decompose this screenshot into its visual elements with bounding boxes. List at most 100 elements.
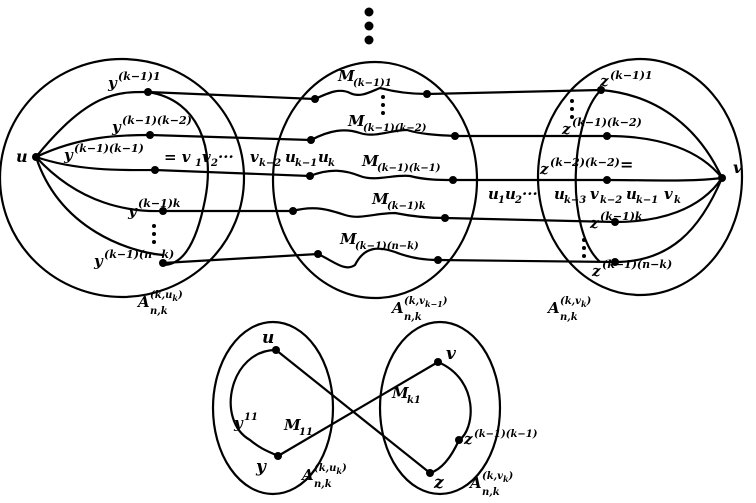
bottom-M11-label: M 11: [283, 416, 313, 438]
y-label-2-sup: (k−1)(k−2): [122, 114, 192, 127]
set-label-left: A (k,uk) n,k: [136, 290, 183, 317]
svg-text:v: v: [664, 185, 673, 203]
svg-text:M: M: [283, 416, 301, 434]
svg-text:2: 2: [210, 158, 218, 169]
set-label-right: A (k,vk) n,k: [546, 296, 592, 323]
svg-text:···: ···: [218, 148, 234, 166]
svg-text:M: M: [371, 190, 389, 208]
bottom-v-label: v: [446, 344, 457, 364]
svg-text:M: M: [339, 230, 357, 248]
vertical-dots: [152, 95, 586, 258]
svg-text:(k−1)(n−k): (k−1)(n−k): [602, 258, 672, 271]
svg-text:(k,vk): (k,vk): [560, 296, 592, 309]
svg-text:k: k: [328, 158, 335, 169]
svg-text:A: A: [468, 474, 482, 492]
y-label-1: y: [107, 74, 118, 92]
bottom-z-sup-label: z (k−1)(k−1): [463, 429, 538, 448]
svg-text:v: v: [202, 148, 211, 166]
bottom-y11-label: y 11: [233, 412, 258, 432]
equation-right: u 1 u 2 ··· u k−3 v k−2 u k−1 v k: [488, 185, 681, 206]
svg-text:(k−1)k: (k−1)k: [387, 201, 426, 212]
bottom-right-ellipse: [378, 320, 502, 496]
svg-text:(k−1)(n−k): (k−1)(n−k): [355, 241, 419, 252]
svg-text:A: A: [546, 299, 560, 317]
svg-text:···: ···: [522, 185, 538, 203]
svg-text:k−2: k−2: [259, 158, 281, 169]
svg-text:(k−1)(k−2): (k−1)(k−2): [572, 116, 642, 129]
left-inner-paths: [34, 90, 209, 267]
y-label-4-sup: (k−1)k: [138, 197, 181, 210]
svg-text:n,k: n,k: [560, 312, 578, 323]
svg-text:=: =: [620, 155, 633, 174]
svg-text:11: 11: [299, 427, 313, 438]
svg-text:(k−1)(k−1): (k−1)(k−1): [377, 163, 441, 174]
svg-text:n,k: n,k: [482, 487, 500, 498]
y-label-4: y: [127, 202, 138, 220]
svg-text:= v: = v: [164, 148, 191, 166]
vertex-u-label: u: [16, 147, 28, 166]
svg-text:A: A: [300, 466, 314, 484]
svg-text:(k,vk−1): (k,vk−1): [404, 296, 448, 309]
svg-text:A: A: [136, 293, 150, 311]
y-label-3: y: [63, 146, 74, 164]
svg-text:k: k: [674, 195, 681, 206]
y-label-5-sup: (k−1)(n−k): [104, 248, 174, 261]
right-inner-paths: [574, 88, 724, 264]
svg-text:u: u: [318, 148, 329, 166]
svg-text:(k−1)(k−2): (k−1)(k−2): [363, 123, 427, 134]
top-ellipsis-dots: [364, 7, 374, 45]
svg-text:2: 2: [514, 195, 522, 206]
svg-text:v: v: [590, 185, 599, 203]
middle-labels: M (k−1)1 M (k−1)(k−2) M (k−1)(k−1) M (k−…: [337, 67, 441, 252]
svg-text:1: 1: [498, 195, 505, 206]
right-set-ellipse: [536, 57, 744, 297]
left-set-ellipse: [0, 57, 246, 299]
y-label-2: y: [111, 118, 122, 136]
svg-text:z: z: [589, 214, 599, 232]
svg-text:z: z: [591, 262, 601, 280]
bottom-edges: [229, 348, 472, 475]
svg-text:u: u: [505, 185, 516, 203]
svg-text:u: u: [285, 148, 296, 166]
svg-text:n,k: n,k: [404, 312, 422, 323]
right-labels: z (k−1)1 z (k−1)(k−2) z (k−2)(k−2) = z (…: [539, 69, 672, 280]
svg-text:1: 1: [195, 158, 202, 169]
svg-text:n,k: n,k: [314, 479, 332, 490]
svg-text:(k−1)(k−1): (k−1)(k−1): [474, 429, 538, 440]
svg-text:M: M: [337, 67, 355, 85]
bottom-left-ellipse: [211, 320, 335, 496]
set-label-middle: A (k,vk−1) n,k: [390, 296, 448, 323]
svg-text:z: z: [539, 160, 549, 178]
svg-text:M: M: [347, 112, 365, 130]
svg-text:M: M: [361, 152, 379, 170]
svg-text:(k,uk): (k,uk): [314, 463, 347, 476]
svg-text:u: u: [554, 185, 565, 203]
bottom-set-right-label: A (k,vk) n,k: [468, 471, 514, 498]
svg-text:u: u: [626, 185, 637, 203]
svg-text:k−1: k−1: [636, 195, 658, 206]
svg-text:M: M: [391, 384, 409, 402]
cross-edges: [147, 86, 616, 269]
bottom-Mk1-label: M k1: [391, 384, 421, 406]
svg-text:(k,uk): (k,uk): [150, 290, 183, 303]
svg-text:(k−2)(k−2): (k−2)(k−2): [550, 156, 620, 169]
svg-text:z: z: [561, 120, 571, 138]
svg-text:k−1: k−1: [295, 158, 317, 169]
bottom-z-label: z: [433, 473, 444, 493]
bottom-set-left-label: A (k,uk) n,k: [300, 463, 347, 490]
y-label-3-sup: (k−1)(k−1): [74, 142, 144, 155]
svg-text:(k−1)1: (k−1)1: [610, 69, 653, 82]
bottom-y-label: y: [255, 457, 267, 477]
svg-text:k1: k1: [407, 395, 421, 406]
svg-text:n,k: n,k: [150, 306, 168, 317]
svg-text:z: z: [463, 430, 473, 448]
svg-text:A: A: [390, 299, 404, 317]
svg-text:(k−1)k: (k−1)k: [600, 210, 643, 223]
svg-text:11: 11: [244, 412, 258, 423]
svg-text:(k−1)1: (k−1)1: [353, 78, 392, 89]
y-label-1-sup: (k−1)1: [118, 70, 161, 83]
svg-text:(k,vk): (k,vk): [482, 471, 514, 484]
svg-text:y: y: [233, 414, 244, 432]
vertex-v-label: v: [733, 158, 743, 177]
